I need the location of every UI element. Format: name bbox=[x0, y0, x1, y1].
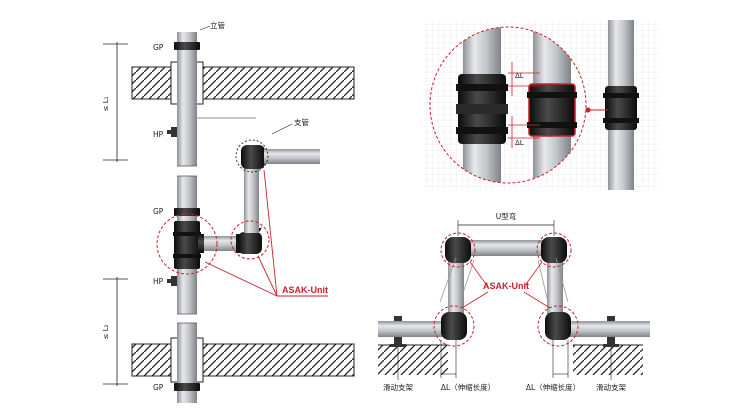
label-asak-unit-right: ASAK-Unit bbox=[483, 281, 529, 291]
u-highlight-top-right bbox=[536, 232, 572, 268]
highlight-circle-elbow-lower bbox=[230, 220, 270, 260]
gp-collar-2 bbox=[174, 208, 200, 216]
u-elbow-bottom-right bbox=[545, 312, 571, 340]
gp-collar-3 bbox=[174, 383, 200, 391]
sliding-support-left bbox=[394, 337, 402, 345]
label-delta-l-expansion-right: ΔL（伸缩长度） bbox=[526, 382, 580, 392]
u-pipe-right bbox=[568, 321, 650, 337]
sliding-support-right bbox=[607, 337, 615, 345]
support-plate-right bbox=[573, 345, 643, 375]
riser-tee-fitting bbox=[174, 221, 200, 269]
label-sliding-support-left: 滑动支架 bbox=[383, 382, 413, 392]
branch-elbow-upper bbox=[241, 145, 265, 169]
label-delta-l-expansion-left: ΔL（伸缩长度） bbox=[441, 382, 495, 392]
u-elbow-bottom-left bbox=[441, 312, 467, 340]
label-hp-2: HP bbox=[153, 277, 164, 286]
hp-bracket-1 bbox=[171, 127, 177, 137]
riser-figure bbox=[103, 25, 355, 403]
label-hp-1: HP bbox=[153, 130, 164, 139]
label-gp-3: GP bbox=[153, 383, 164, 392]
u-leg-right bbox=[547, 255, 563, 319]
detail-figure bbox=[424, 20, 660, 190]
label-gp-1: GP bbox=[153, 43, 164, 52]
u-leg-left bbox=[448, 255, 464, 319]
label-sliding-support-right: 滑动支架 bbox=[596, 382, 626, 392]
u-pipe-left bbox=[378, 321, 448, 337]
label-gp-2: GP bbox=[153, 207, 164, 216]
label-branch: 支管 bbox=[294, 117, 309, 127]
label-riser: 立管 bbox=[210, 20, 225, 30]
highlight-circle-tee bbox=[156, 213, 218, 275]
highlight-circle-elbow-upper bbox=[235, 139, 269, 173]
label-delta-l-top: ΔL bbox=[515, 72, 524, 80]
label-l1: ≤ L₁ bbox=[102, 96, 110, 111]
branch-pipe-upper bbox=[264, 149, 320, 164]
detail-magnify-circle bbox=[429, 26, 587, 184]
u-bend-figure bbox=[378, 220, 650, 380]
u-highlight-bottom-left bbox=[433, 305, 475, 347]
branch-pipe-lower bbox=[200, 236, 240, 251]
label-u-bend: U型弯 bbox=[496, 211, 517, 221]
hp-bracket-2 bbox=[171, 276, 177, 286]
detail-coupling-center bbox=[528, 83, 576, 137]
label-asak-unit-left: ASAK-Unit bbox=[282, 285, 328, 295]
u-elbow-top-right bbox=[541, 237, 567, 263]
riser-pipe-top bbox=[177, 32, 197, 166]
branch-pipe-vertical bbox=[244, 165, 259, 233]
u-highlight-top-left bbox=[440, 232, 476, 268]
support-plate-left bbox=[378, 345, 448, 375]
u-elbow-top-left bbox=[445, 237, 471, 263]
u-highlight-bottom-right bbox=[537, 305, 579, 347]
gp-collar-1 bbox=[174, 42, 200, 50]
floor-slab-upper bbox=[131, 66, 355, 100]
label-delta-l-bottom: ΔL bbox=[515, 139, 524, 147]
label-l2: ≤ L₂ bbox=[102, 324, 110, 339]
floor-slab-lower bbox=[131, 343, 355, 377]
detail-coupling-right bbox=[605, 86, 637, 130]
u-top-pipe bbox=[468, 240, 544, 256]
